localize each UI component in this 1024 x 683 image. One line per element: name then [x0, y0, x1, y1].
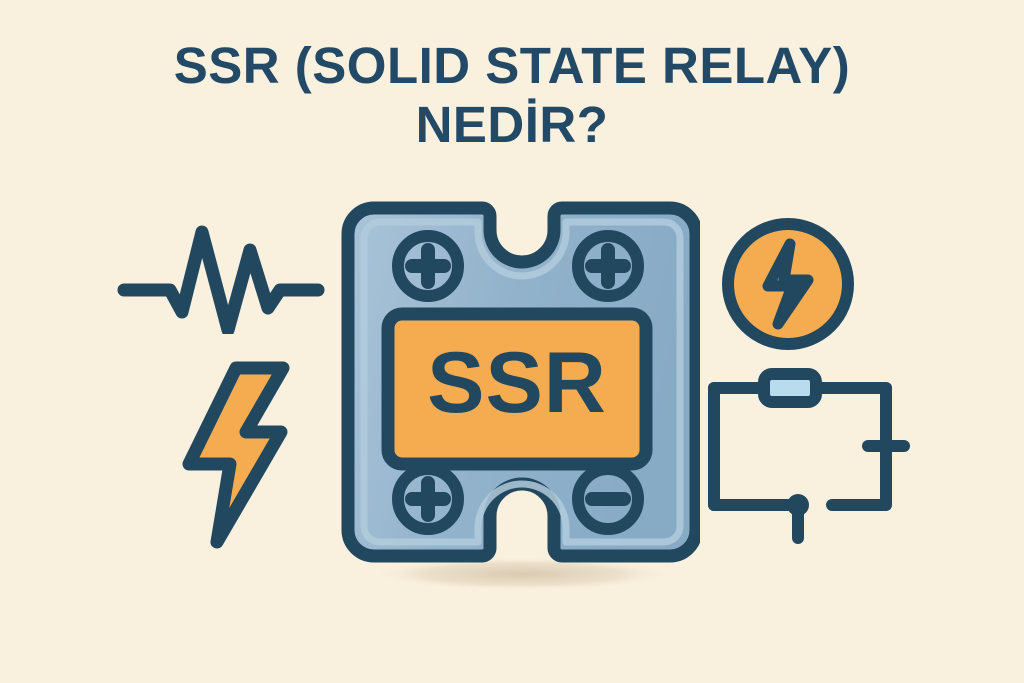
solid-state-relay-module: SSR: [341, 201, 700, 591]
lightning-bolt-shape: [182, 361, 290, 549]
terminal-ring: [572, 230, 644, 302]
relay-drop-shadow: [370, 557, 674, 591]
terminal-ring: [392, 230, 464, 302]
title-line-primary: SSR (SOLID STATE RELAY): [173, 37, 851, 94]
waveform-icon: [117, 225, 325, 334]
waveform-path: [117, 225, 325, 334]
terminal-top-left[interactable]: [392, 230, 464, 302]
terminal-bottom-left[interactable]: [392, 463, 464, 535]
junction-node-icon: [787, 494, 809, 516]
relay-label-text: SSR: [427, 335, 607, 431]
page-title: SSR (SOLID STATE RELAY) NEDİR?: [0, 38, 1024, 152]
plus-icon: [405, 476, 451, 522]
badge-bolt-icon: [762, 238, 814, 330]
power-bolt-badge-icon: [722, 218, 854, 350]
terminal-ring: [572, 463, 644, 535]
terminal-bottom-right[interactable]: [572, 463, 644, 535]
title-line-secondary: NEDİR?: [415, 96, 609, 154]
plus-icon: [405, 243, 451, 289]
terminal-ring: [392, 463, 464, 535]
plus-icon: [585, 243, 631, 289]
circuit-diagram-icon: [708, 368, 910, 544]
relay-body-highlight: [360, 218, 684, 546]
relay-label-panel: [381, 307, 653, 471]
lightning-bolt-icon: [182, 361, 290, 549]
resistor-icon: [758, 368, 822, 408]
terminal-top-right[interactable]: [572, 230, 644, 302]
